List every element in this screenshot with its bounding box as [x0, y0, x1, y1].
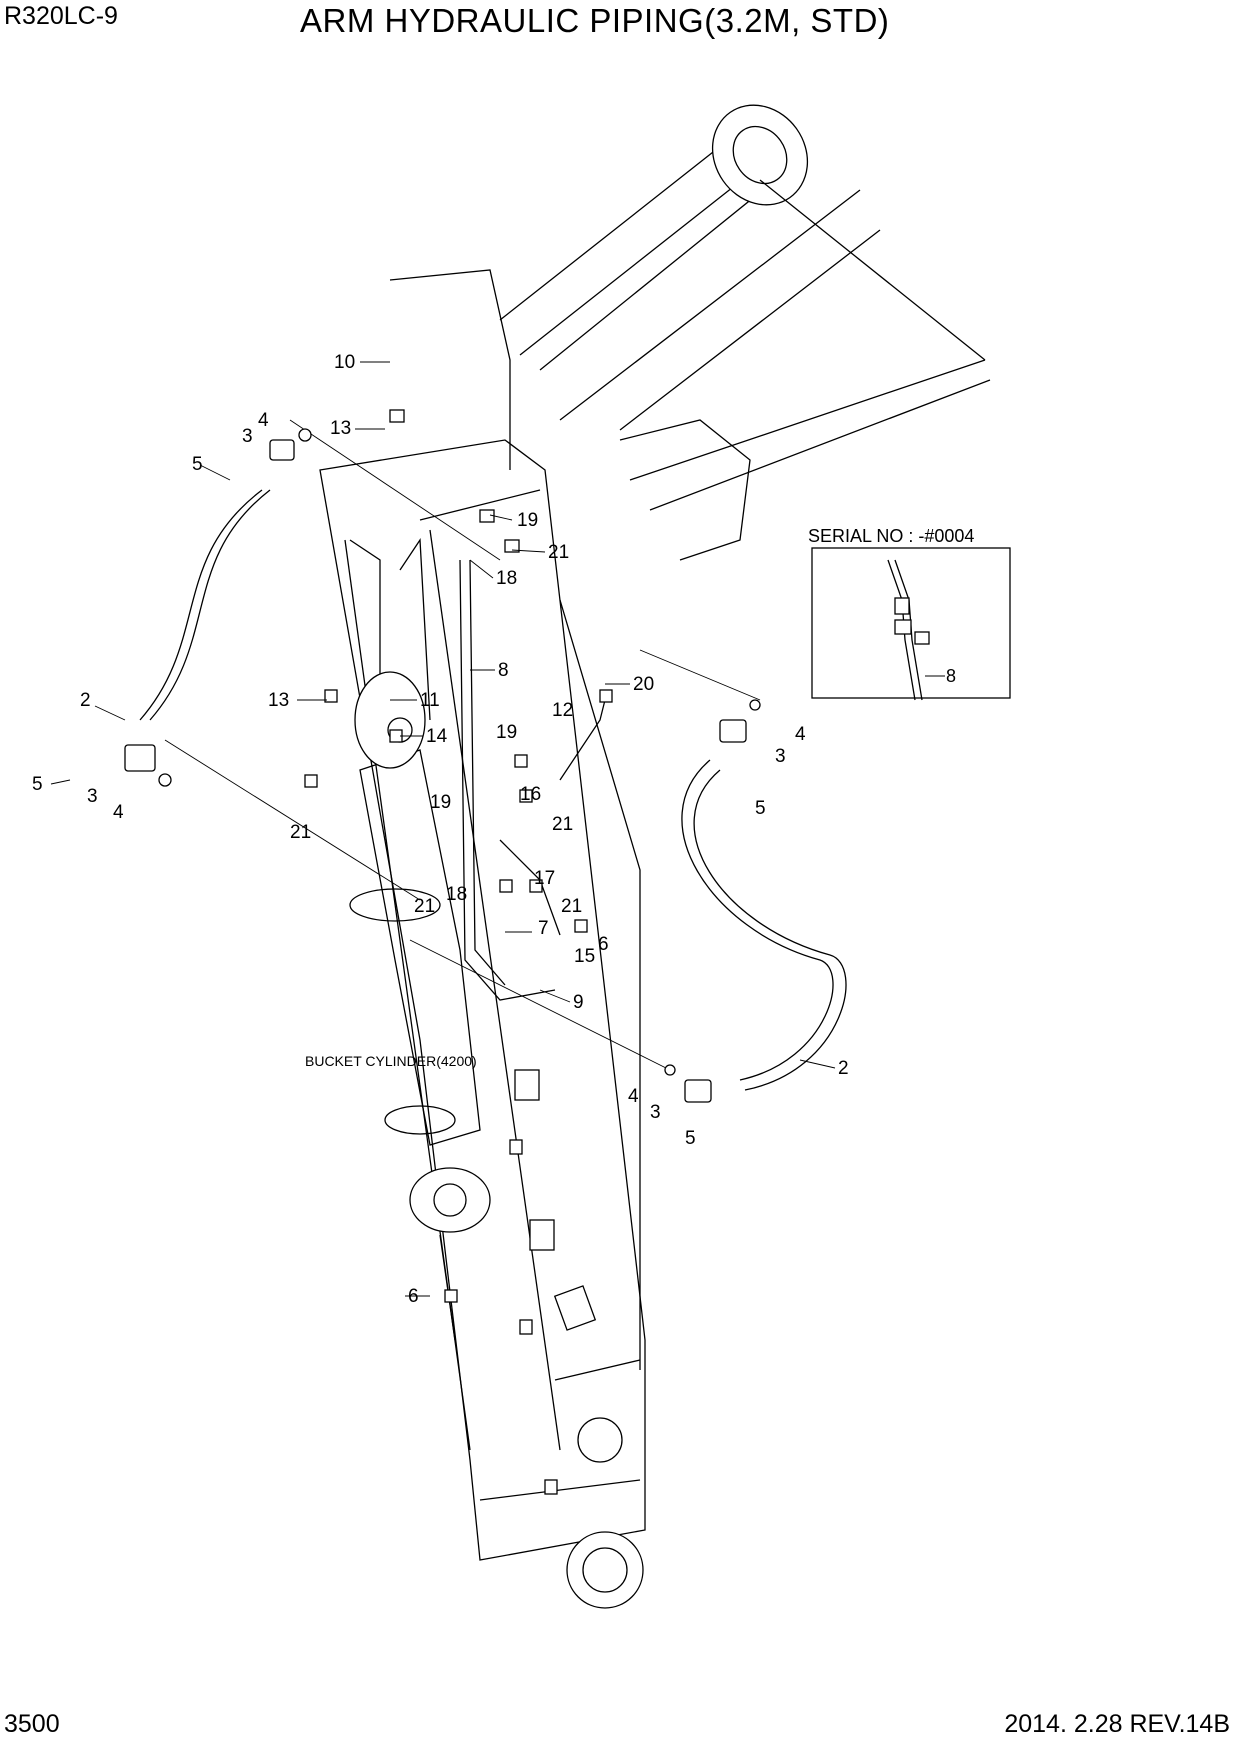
callout-15: 15 — [574, 946, 595, 967]
callout-5: 5 — [685, 1128, 696, 1149]
leader-lines — [50, 361, 836, 1297]
callout-5: 5 — [192, 454, 203, 475]
callout-17: 17 — [534, 868, 555, 889]
callout-5: 5 — [32, 774, 43, 795]
callout-13: 13 — [330, 418, 351, 439]
page-title: ARM HYDRAULIC PIPING(3.2M, STD) — [300, 2, 890, 39]
inset-callout-8: 8 — [946, 666, 956, 686]
callout-21: 21 — [548, 542, 569, 563]
callout-4: 4 — [258, 410, 269, 431]
bucket-cylinder — [349, 671, 491, 1341]
serial-inset: SERIAL NO : -#0004 8 — [808, 526, 1011, 701]
callout-21: 21 — [561, 896, 582, 917]
callout-11: 11 — [420, 690, 440, 711]
page-number: 3500 — [4, 1710, 60, 1738]
callout-16: 16 — [520, 784, 541, 805]
callout-2: 2 — [80, 690, 91, 711]
callout-3: 3 — [775, 746, 786, 767]
callout-19: 19 — [496, 722, 517, 743]
callout-5: 5 — [755, 798, 766, 819]
revision-date: 2014. 2.28 REV.14B — [1004, 1710, 1230, 1738]
callout-21: 21 — [552, 814, 573, 835]
boom-structure — [499, 104, 991, 561]
fittings — [124, 409, 761, 1303]
callout-12: 12 — [552, 700, 573, 721]
callout-3: 3 — [242, 426, 253, 447]
callout-19: 19 — [517, 510, 538, 531]
callout-21: 21 — [414, 896, 435, 917]
arm-body — [319, 439, 646, 1609]
callout-18: 18 — [496, 568, 517, 589]
model-number: R320LC-9 — [4, 2, 118, 30]
callout-4: 4 — [113, 802, 124, 823]
callout-6: 6 — [408, 1286, 419, 1307]
callout-14: 14 — [426, 726, 448, 747]
callout-6: 6 — [598, 934, 609, 955]
callout-7: 7 — [538, 918, 549, 939]
callout-13: 13 — [268, 690, 289, 711]
callout-3: 3 — [650, 1102, 661, 1123]
callout-21: 21 — [290, 822, 311, 843]
callout-4: 4 — [628, 1086, 639, 1107]
callout-10: 10 — [334, 352, 355, 373]
callout-2: 2 — [838, 1058, 849, 1079]
callout-8: 8 — [498, 660, 509, 681]
callout-18: 18 — [446, 884, 467, 905]
serial-label: SERIAL NO : -#0004 — [808, 526, 974, 546]
hydraulic-lines — [139, 269, 847, 1370]
bucket-cylinder-note: BUCKET CYLINDER(4200) — [305, 1053, 477, 1069]
callout-3: 3 — [87, 786, 98, 807]
callout-4: 4 — [795, 724, 806, 745]
callout-19: 19 — [430, 792, 451, 813]
callout-20: 20 — [633, 674, 654, 695]
callout-9: 9 — [573, 992, 584, 1013]
callouts: 10 4 3 13 5 19 21 18 8 20 2 13 11 14 12 … — [32, 352, 849, 1307]
